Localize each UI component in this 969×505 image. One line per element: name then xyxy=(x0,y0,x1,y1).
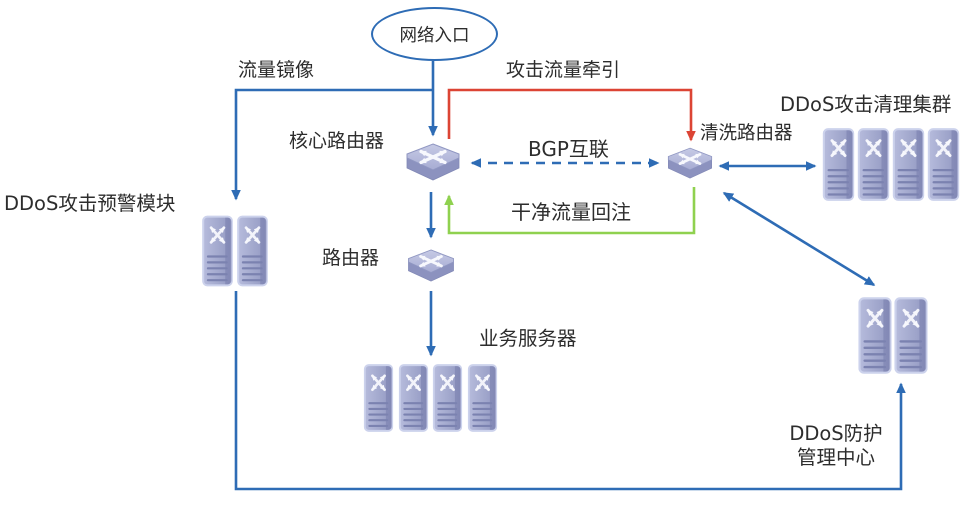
management-center-label-line1: DDoS防护 xyxy=(789,422,883,445)
business-servers-label: 业务服务器 xyxy=(479,327,577,350)
network-entry-label: 网络入口 xyxy=(399,25,470,46)
warning-module-label: DDoS攻击预警模块 xyxy=(4,192,176,215)
edge-cleanrouter-mgmt xyxy=(722,191,876,287)
server-tower-icon xyxy=(858,297,892,374)
server-tower-icon xyxy=(894,297,928,374)
cleaning-router-icon xyxy=(665,147,715,186)
server-tower-icon xyxy=(202,212,233,290)
business-servers xyxy=(362,364,499,432)
edge-traffic-mirror xyxy=(231,88,433,201)
core-router-label: 核心路由器 xyxy=(289,130,385,152)
attack-traffic-pull-label: 攻击流量牵引 xyxy=(506,59,621,81)
server-tower-icon xyxy=(431,364,464,432)
core-router-icon xyxy=(403,143,463,189)
bgp-interconnect-label: BGP互联 xyxy=(528,137,609,161)
management-center-servers xyxy=(858,297,928,374)
server-tower-icon xyxy=(857,128,890,201)
traffic-mirror-label: 流量镜像 xyxy=(238,59,315,81)
edge-clean-traffic-reinject xyxy=(444,187,696,235)
clean-traffic-reinject-label: 干净流量回注 xyxy=(511,200,631,224)
edge-attack-traffic-pull xyxy=(447,88,696,142)
server-tower-icon xyxy=(892,128,925,201)
network-entry-node: 网络入口 xyxy=(371,7,498,61)
server-tower-icon xyxy=(362,364,395,432)
router-label: 路由器 xyxy=(322,247,380,269)
server-tower-icon xyxy=(397,364,430,432)
server-tower-icon xyxy=(237,212,268,290)
server-tower-icon xyxy=(927,128,960,201)
router-icon xyxy=(405,249,457,289)
cleaning-router-label: 清洗路由器 xyxy=(700,123,793,144)
warning-module-servers xyxy=(202,212,268,290)
edge-warning-to-mgmt xyxy=(234,291,906,491)
management-center-label: DDoS防护 管理中心 xyxy=(770,422,902,470)
server-tower-icon xyxy=(822,128,855,201)
cleaning-cluster-servers xyxy=(822,128,960,201)
management-center-label-line2: 管理中心 xyxy=(796,446,875,469)
cleaning-cluster-label: DDoS攻击清理集群 xyxy=(780,93,952,116)
server-tower-icon xyxy=(466,364,499,432)
